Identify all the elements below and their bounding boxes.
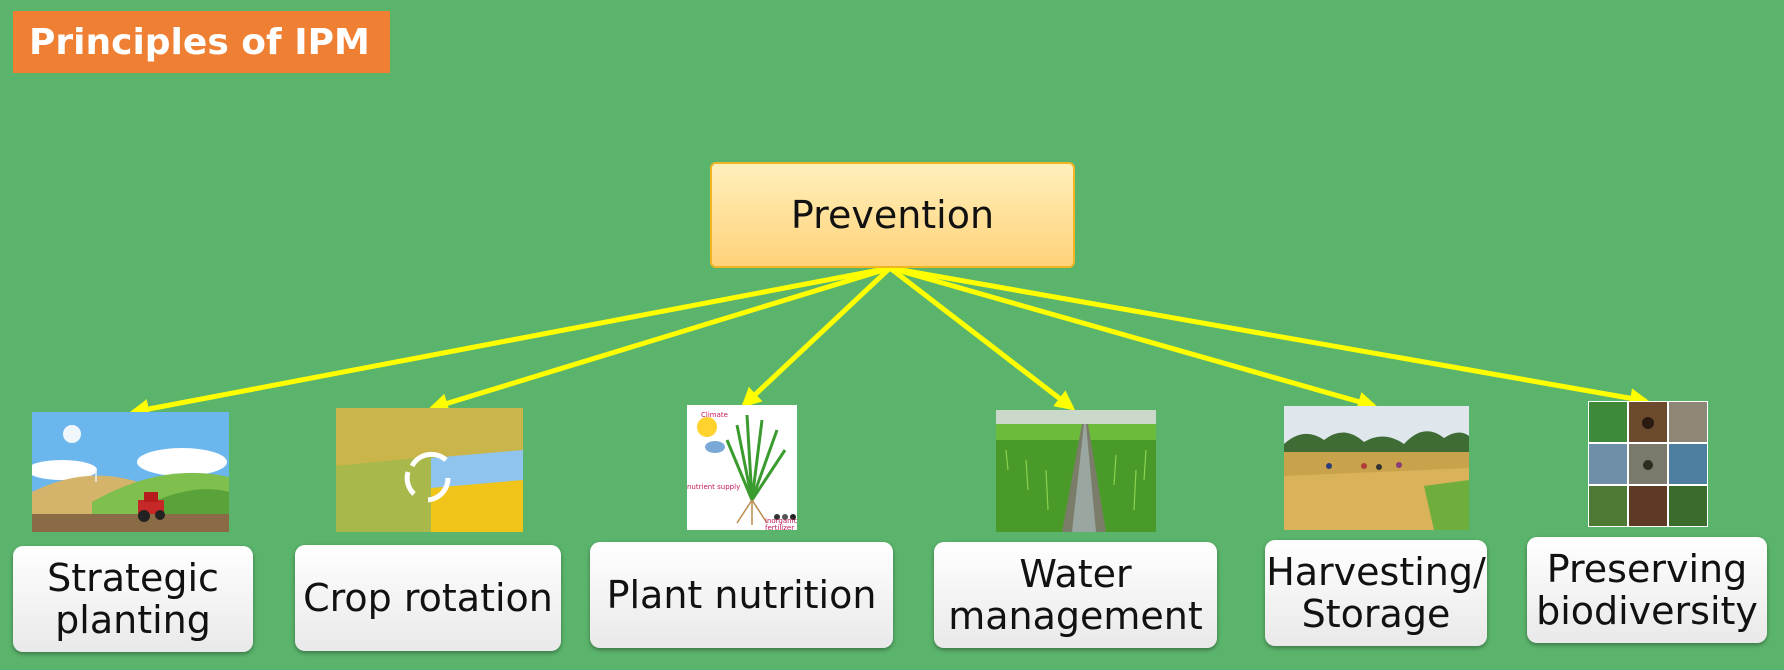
- harvesting-storage-node: Harvesting/ Storage: [1265, 540, 1487, 646]
- biodiversity-grid-image: [1588, 401, 1708, 527]
- strategic-planting-node: Strategic planting: [13, 546, 253, 652]
- prevention-node: Prevention: [710, 162, 1075, 268]
- harvesting-storage-label: Harvesting/ Storage: [1266, 550, 1486, 636]
- rice-canal-image: [996, 410, 1156, 532]
- inorganic-text: inorganic: [765, 517, 797, 525]
- arrow-to-harvesting-storage: [889, 265, 1378, 412]
- crop-rotation-node: Crop rotation: [295, 545, 561, 651]
- plant-nutrition-node: Plant nutrition: [590, 542, 893, 648]
- tractor-farm-image: [32, 412, 229, 532]
- plant-nutrition-image: Climate nutrient supply inorganic fertil…: [687, 405, 797, 530]
- crop-rotation-image: [336, 408, 523, 532]
- climate-text: Climate: [701, 411, 728, 419]
- arrow-to-plant-nutrition: [741, 266, 892, 408]
- arrow-to-strategic-planting: [129, 265, 891, 419]
- strategic-planting-label: Strategic planting: [47, 556, 219, 642]
- arrow-to-water-management: [888, 266, 1076, 411]
- arrow-to-crop-rotation: [428, 265, 891, 413]
- harvest-field-image: [1284, 406, 1469, 530]
- preserving-biodiversity-node: Preserving biodiversity: [1527, 537, 1767, 643]
- arrow-to-preserving-biodiversity: [889, 265, 1650, 409]
- prevention-label: Prevention: [790, 193, 995, 237]
- slide-title: Principles of IPM: [13, 11, 390, 73]
- crop-rotation-label: Crop rotation: [303, 576, 553, 620]
- preserving-biodiversity-label: Preserving biodiversity: [1536, 547, 1758, 633]
- fertilizer-text: fertilizer: [765, 524, 794, 530]
- water-management-node: Water management: [934, 542, 1217, 648]
- plant-nutrition-label: Plant nutrition: [606, 573, 877, 617]
- nutrient-supply-text: nutrient supply: [687, 483, 740, 491]
- water-management-label: Water management: [948, 552, 1203, 638]
